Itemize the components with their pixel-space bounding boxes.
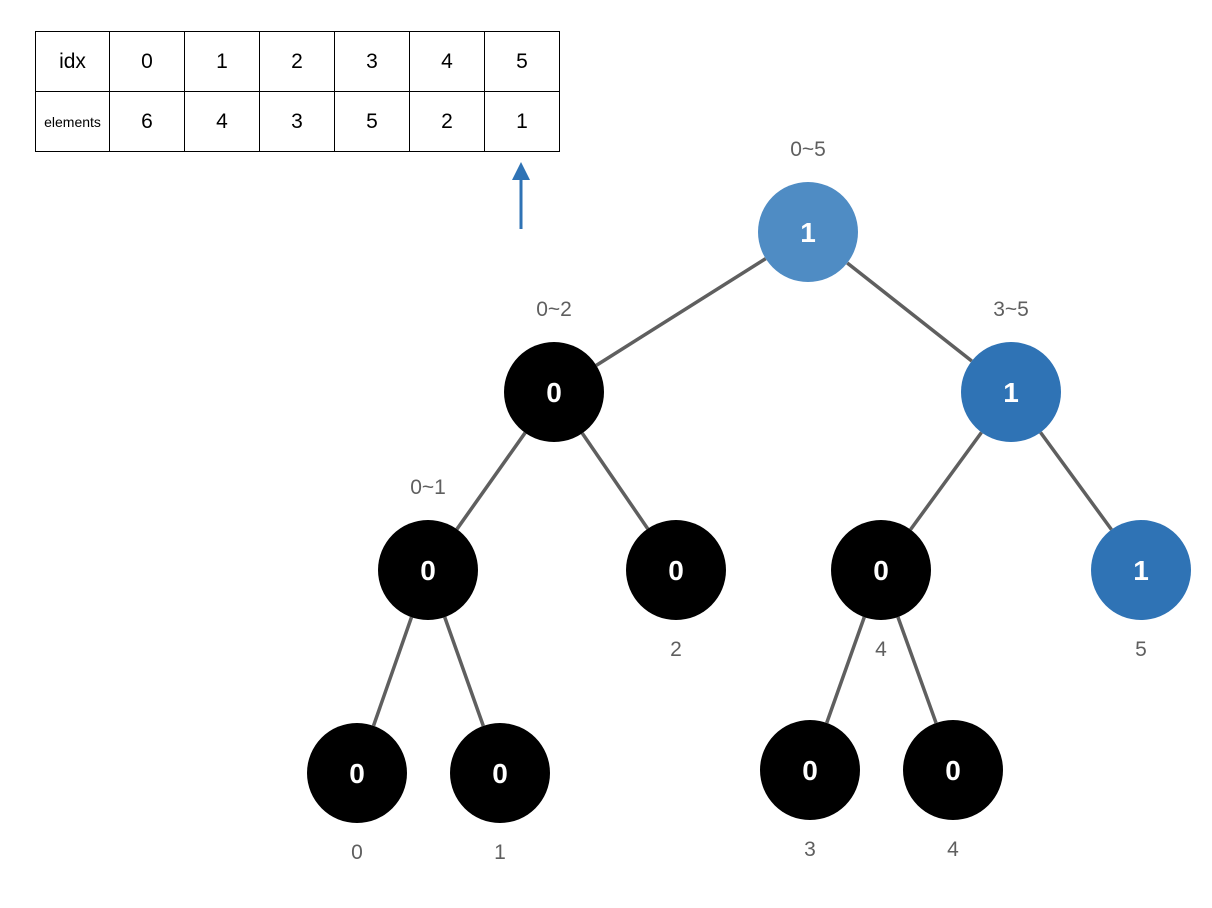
idx-cell: 4 [409,31,485,92]
tree-edge [455,431,527,531]
node-value: 0 [546,377,562,408]
tree-node: 0 [760,720,860,820]
node-circle [504,342,604,442]
idx-header: idx [35,31,110,92]
tree-node: 0 [903,720,1003,820]
tree-node: 0 [378,520,478,620]
tree-node: 1 [1091,520,1191,620]
pointer-arrow [512,162,530,229]
node-circle [450,723,550,823]
tree-node: 1 [758,182,858,282]
elements-header: elements [35,91,110,152]
node-circle [626,520,726,620]
node-range-label: 3~5 [993,298,1029,321]
node-value: 0 [492,758,508,789]
tree-edge [1039,431,1113,531]
leaf-index-label: 4 [875,638,887,661]
node-circle [378,520,478,620]
node-circle [903,720,1003,820]
idx-cell: 5 [484,31,560,92]
tree-nodes: 1 0 1 0 0 0 1 0 0 0 0 [307,182,1191,823]
table-row-elements: elements 6 4 3 5 2 1 [35,91,560,152]
leaf-index-label: 4 [947,838,959,861]
leaf-index-label: 5 [1135,638,1147,661]
tree-edge [371,616,414,727]
leaf-index-label: 0 [351,841,363,864]
node-circle [307,723,407,823]
element-cell: 6 [109,91,185,152]
tree-edge [909,431,983,531]
leaf-index-label: 1 [494,841,506,864]
tree-edge [896,616,938,724]
tree-node: 1 [961,342,1061,442]
idx-cell: 2 [259,31,335,92]
tree-edge [595,257,767,367]
tree-node: 0 [831,520,931,620]
leaf-index-label: 3 [804,838,816,861]
element-cell: 2 [409,91,485,152]
tree-edges [371,257,1113,727]
tree-node: 0 [307,723,407,823]
idx-cell: 0 [109,31,185,92]
node-value: 0 [945,755,961,786]
node-value: 0 [420,555,436,586]
tree-labels: 0~5 0~2 3~5 0~1 2 4 5 0 1 3 4 [351,138,1147,864]
node-value: 0 [349,758,365,789]
leaf-index-label: 2 [670,638,682,661]
tree-edge [443,616,485,727]
node-value: 1 [1133,555,1149,586]
tree-edge [825,616,866,724]
node-circle [831,520,931,620]
element-cell: 3 [259,91,335,152]
arrow-head [512,162,530,180]
index-element-table: idx 0 1 2 3 4 5 elements 6 4 3 5 2 1 [35,31,560,152]
idx-cell: 3 [334,31,410,92]
table-row-idx: idx 0 1 2 3 4 5 [35,31,560,92]
tree-edge [580,432,650,530]
element-cell: 1 [484,91,560,152]
element-cell: 5 [334,91,410,152]
node-value: 0 [873,555,889,586]
node-value: 0 [668,555,684,586]
node-range-label: 0~5 [790,138,826,161]
tree-node: 0 [450,723,550,823]
node-value: 1 [800,217,816,248]
node-value: 1 [1003,377,1019,408]
node-range-label: 0~1 [410,476,446,499]
tree-node: 0 [504,342,604,442]
node-circle [760,720,860,820]
idx-cell: 1 [184,31,260,92]
tree-edge [846,261,973,363]
tree-node: 0 [626,520,726,620]
node-circle [758,182,858,282]
node-value: 0 [802,755,818,786]
node-range-label: 0~2 [536,298,572,321]
element-cell: 4 [184,91,260,152]
node-circle [961,342,1061,442]
node-circle [1091,520,1191,620]
